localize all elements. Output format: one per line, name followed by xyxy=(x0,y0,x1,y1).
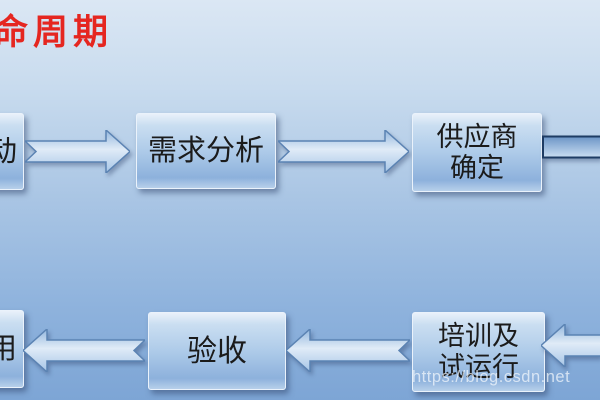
right-arrow-shaft-icon xyxy=(542,135,600,159)
flow-box-training: 培训及 试运行 xyxy=(412,312,545,392)
flow-box-start-label: 动 xyxy=(0,133,17,168)
right-arrow-icon xyxy=(278,130,409,173)
flow-box-use: 用 xyxy=(0,310,24,388)
flow-box-acceptance-label: 验收 xyxy=(187,333,247,369)
flow-box-supplier-line2: 确定 xyxy=(450,152,504,184)
right-arrow-icon xyxy=(25,130,130,173)
flow-box-supplier-line1: 供应商 xyxy=(436,121,518,153)
slide-title: 命周期 xyxy=(0,12,114,53)
flow-box-start: 动 xyxy=(0,113,24,190)
flow-box-supplier: 供应商 确定 xyxy=(412,113,542,192)
flow-box-training-line1: 培训及 xyxy=(438,321,519,352)
flow-box-training-line2: 试运行 xyxy=(438,352,519,383)
flow-box-acceptance: 验收 xyxy=(148,312,286,390)
flow-box-use-label: 用 xyxy=(0,331,17,366)
csdn-watermark: https://blog.csdn.net xyxy=(412,368,571,386)
left-arrow-icon xyxy=(286,329,410,372)
left-arrow-icon xyxy=(23,329,145,372)
flow-box-requirements: 需求分析 xyxy=(136,113,276,189)
left-arrow-icon xyxy=(541,324,600,367)
flow-box-requirements-label: 需求分析 xyxy=(147,133,264,168)
